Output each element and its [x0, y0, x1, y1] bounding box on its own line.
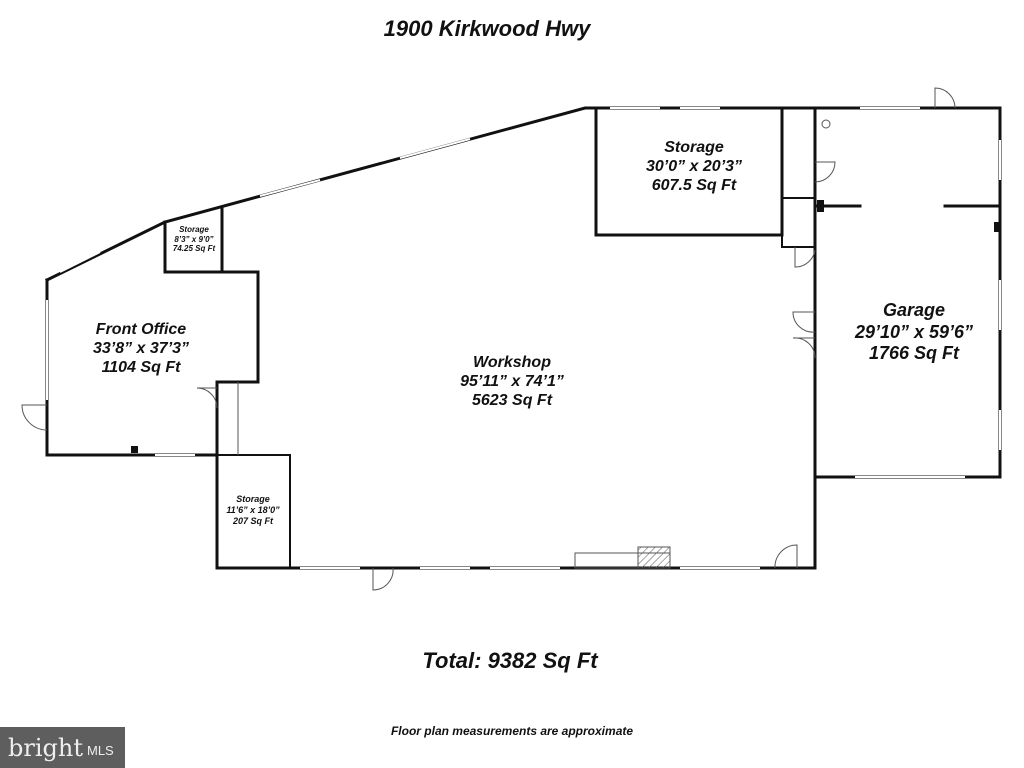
- room-dims: 11’6” x 18’0”: [226, 504, 280, 515]
- room-storage-bottom: Storage 11’6” x 18’0” 207 Sq Ft: [226, 494, 279, 526]
- room-area: 207 Sq Ft: [232, 515, 273, 526]
- room-name: Storage: [179, 225, 209, 234]
- room-dims: 8’3” x 9’0”: [174, 234, 214, 244]
- logo-suffix: MLS: [86, 743, 114, 758]
- room-name: Storage: [236, 494, 270, 504]
- room-area: 1766 Sq Ft: [868, 343, 960, 364]
- door: [794, 247, 816, 268]
- room-dims: 33’8” x 37’3”: [92, 340, 190, 358]
- room-name: Storage: [664, 139, 724, 156]
- room-area: 607.5 Sq Ft: [651, 177, 737, 195]
- room-name: Front Office: [95, 321, 187, 338]
- door: [196, 387, 218, 409]
- door: [934, 87, 956, 109]
- door: [372, 567, 394, 591]
- room-area: 1104 Sq Ft: [101, 359, 181, 377]
- bright-mls-logo: bright MLS: [0, 727, 125, 768]
- room-area: 74.25 Sq Ft: [172, 244, 216, 254]
- room-name: Garage: [882, 300, 946, 320]
- exterior-wall: [44, 106, 1002, 479]
- room-dims: 30’0” x 20’3”: [645, 158, 743, 176]
- room-area: 5623 Sq Ft: [471, 392, 553, 410]
- room-front-office: Front Office 33’8” x 37’3” 1104 Sq Ft: [93, 320, 189, 378]
- door: [21, 404, 48, 431]
- door: [774, 544, 798, 569]
- disclaimer-note: Floor plan measurements are approximate: [390, 724, 634, 738]
- door: [814, 161, 836, 183]
- room-dims: 95’11” x 74’1”: [460, 373, 564, 391]
- plan-title: 1900 Kirkwood Hwy: [383, 16, 591, 41]
- door: [792, 337, 816, 359]
- door: [792, 311, 816, 333]
- room-dims: 29’10” x 59’6”: [854, 321, 974, 342]
- room-name: Workshop: [473, 354, 551, 371]
- room-storage-top: Storage 30’0” x 20’3” 607.5 Sq Ft: [646, 138, 742, 196]
- total-area: Total: 9382 Sq Ft: [422, 648, 598, 673]
- room-garage: Garage 29’10” x 59’6” 1766 Sq Ft: [855, 300, 973, 365]
- room-workshop: Workshop 95’11” x 74’1” 5623 Sq Ft: [460, 353, 564, 411]
- logo-brand: bright: [8, 733, 83, 762]
- room-storage-small: Storage 8’3” x 9’0” 74.25 Sq Ft: [173, 225, 215, 254]
